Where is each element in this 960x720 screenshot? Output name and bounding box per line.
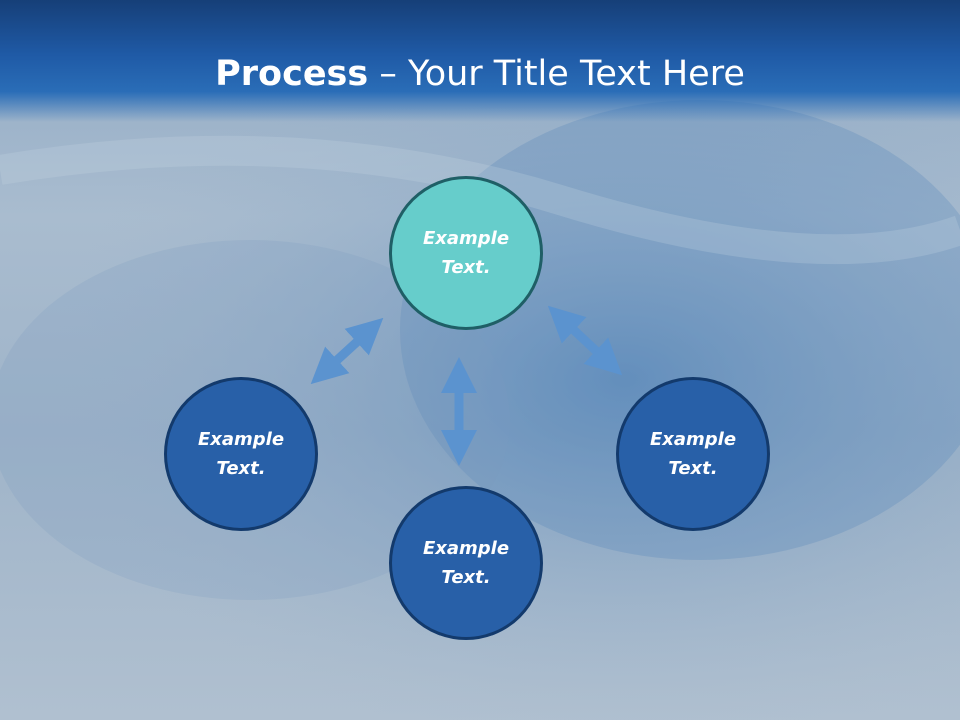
process-node-top: Example Text. <box>389 176 543 330</box>
title-bold: Process <box>215 54 369 94</box>
process-node-right-label: Example Text. <box>649 429 737 479</box>
arrow-top-left <box>310 317 384 385</box>
title-rest: – Your Title Text Here <box>368 54 745 94</box>
title-bar <box>0 0 960 122</box>
process-node-left: Example Text. <box>164 377 318 531</box>
process-node-left-label: Example Text. <box>197 429 285 479</box>
process-node-bottom: Example Text. <box>389 486 543 640</box>
slide-title: Process – Your Title Text Here <box>0 52 960 96</box>
arrow-top-right <box>547 305 623 376</box>
process-node-bottom-label: Example Text. <box>422 538 510 588</box>
process-node-top-label: Example Text. <box>422 228 510 278</box>
process-node-right: Example Text. <box>616 377 770 531</box>
